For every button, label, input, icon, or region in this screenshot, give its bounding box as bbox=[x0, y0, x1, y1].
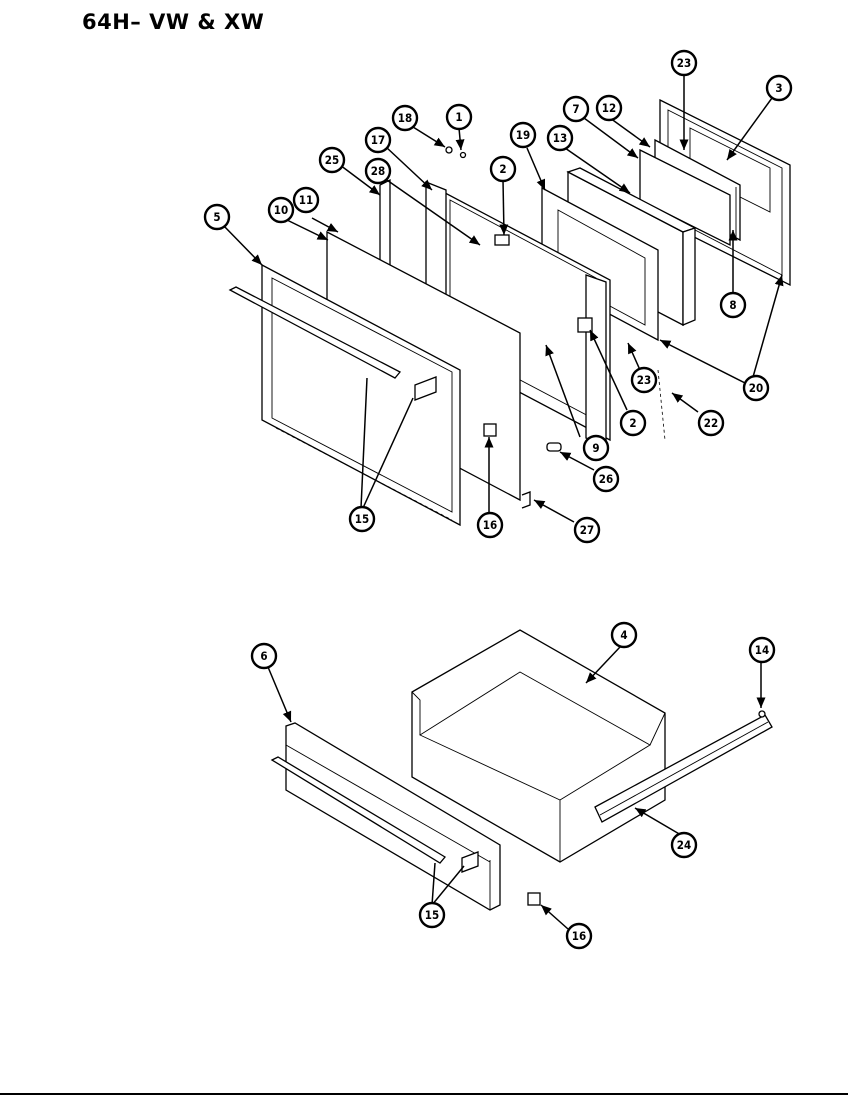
svg-text:11: 11 bbox=[299, 193, 313, 207]
handle-bracket-part bbox=[414, 376, 437, 401]
callout-2-side[interactable]: 2 bbox=[619, 409, 647, 437]
callout-19[interactable]: 19 bbox=[509, 121, 537, 149]
callout-22[interactable]: 22 bbox=[697, 409, 725, 437]
callout-13[interactable]: 13 bbox=[546, 124, 574, 152]
callout-18[interactable]: 18 bbox=[391, 104, 419, 132]
callout-17[interactable]: 17 bbox=[364, 126, 392, 154]
callout-23[interactable]: 23 bbox=[630, 366, 658, 394]
svg-text:16: 16 bbox=[572, 929, 586, 943]
svg-text:19: 19 bbox=[516, 128, 530, 142]
callout-12[interactable]: 12 bbox=[595, 94, 623, 122]
callout-15-door[interactable]: 15 bbox=[348, 505, 376, 533]
callout-20[interactable]: 20 bbox=[742, 374, 770, 402]
svg-text:10: 10 bbox=[274, 203, 288, 217]
callout-8[interactable]: 8 bbox=[719, 291, 747, 319]
callout-28[interactable]: 28 bbox=[364, 157, 392, 185]
svg-text:9: 9 bbox=[592, 441, 599, 455]
callout-2-top[interactable]: 2 bbox=[489, 155, 517, 183]
page-bottom-rule bbox=[0, 1093, 848, 1095]
svg-text:20: 20 bbox=[749, 381, 763, 395]
callout-4[interactable]: 4 bbox=[610, 621, 638, 649]
spacer-part bbox=[546, 442, 562, 452]
callout-25[interactable]: 25 bbox=[318, 146, 346, 174]
drawer-badge-part bbox=[527, 892, 541, 906]
svg-text:6: 6 bbox=[260, 649, 267, 663]
svg-text:15: 15 bbox=[425, 908, 439, 922]
bracket-part bbox=[521, 491, 531, 509]
svg-text:2: 2 bbox=[499, 162, 506, 176]
page-title: 64H– VW & XW bbox=[82, 10, 265, 34]
callout-11[interactable]: 11 bbox=[292, 186, 320, 214]
svg-text:8: 8 bbox=[729, 298, 736, 312]
hinge-slot-part bbox=[577, 317, 593, 333]
svg-text:1: 1 bbox=[455, 110, 462, 124]
svg-text:2: 2 bbox=[629, 416, 636, 430]
slide-screw-part bbox=[758, 710, 766, 718]
callout-10[interactable]: 10 bbox=[267, 196, 295, 224]
svg-text:17: 17 bbox=[371, 133, 385, 147]
callout-9[interactable]: 9 bbox=[582, 434, 610, 462]
svg-text:5: 5 bbox=[213, 210, 220, 224]
svg-text:26: 26 bbox=[599, 472, 613, 486]
svg-text:22: 22 bbox=[704, 416, 718, 430]
callout-6[interactable]: 6 bbox=[250, 642, 278, 670]
drawer-front-part bbox=[285, 722, 501, 911]
svg-text:3: 3 bbox=[775, 81, 782, 95]
svg-text:12: 12 bbox=[602, 101, 616, 115]
badge-part bbox=[483, 423, 497, 437]
drawer-handle-part bbox=[270, 756, 446, 864]
callout-24[interactable]: 24 bbox=[670, 831, 698, 859]
svg-text:7: 7 bbox=[572, 102, 579, 116]
svg-text:15: 15 bbox=[355, 512, 369, 526]
svg-text:16: 16 bbox=[483, 518, 497, 532]
svg-text:24: 24 bbox=[677, 838, 691, 852]
door-assembly: 5 10 11 25 17 28 18 1 2 19 13 7 12 23 3 … bbox=[203, 49, 793, 544]
callout-3[interactable]: 3 bbox=[765, 74, 793, 102]
callout-1[interactable]: 1 bbox=[445, 103, 473, 131]
callout-26[interactable]: 26 bbox=[592, 465, 620, 493]
drawer-slide-part bbox=[594, 714, 773, 823]
callout-23-label: 23 bbox=[637, 373, 651, 387]
svg-text:27: 27 bbox=[580, 523, 594, 537]
callout-27[interactable]: 27 bbox=[573, 516, 601, 544]
svg-text:13: 13 bbox=[553, 131, 567, 145]
callout-7[interactable]: 7 bbox=[562, 95, 590, 123]
top-hinge-part bbox=[494, 234, 510, 246]
svg-text:14: 14 bbox=[755, 643, 769, 657]
svg-text:28: 28 bbox=[371, 164, 385, 178]
glass-pack-part bbox=[639, 138, 741, 247]
svg-text:25: 25 bbox=[325, 153, 339, 167]
drawer-assembly: 4 14 6 24 15 16 bbox=[250, 621, 776, 950]
clip-part bbox=[459, 151, 467, 159]
callout-21[interactable]: 23 bbox=[670, 49, 698, 77]
screw-part bbox=[445, 146, 453, 154]
callout-5[interactable]: 5 bbox=[203, 203, 231, 231]
svg-text:4: 4 bbox=[620, 628, 627, 642]
door-handle-part bbox=[228, 286, 437, 401]
svg-text:18: 18 bbox=[398, 111, 412, 125]
callout-16-drawer[interactable]: 16 bbox=[565, 922, 593, 950]
callout-14[interactable]: 14 bbox=[748, 636, 776, 664]
callout-16-door[interactable]: 16 bbox=[476, 511, 504, 539]
svg-text:23: 23 bbox=[677, 56, 691, 70]
callout-15-drawer[interactable]: 15 bbox=[418, 901, 446, 929]
